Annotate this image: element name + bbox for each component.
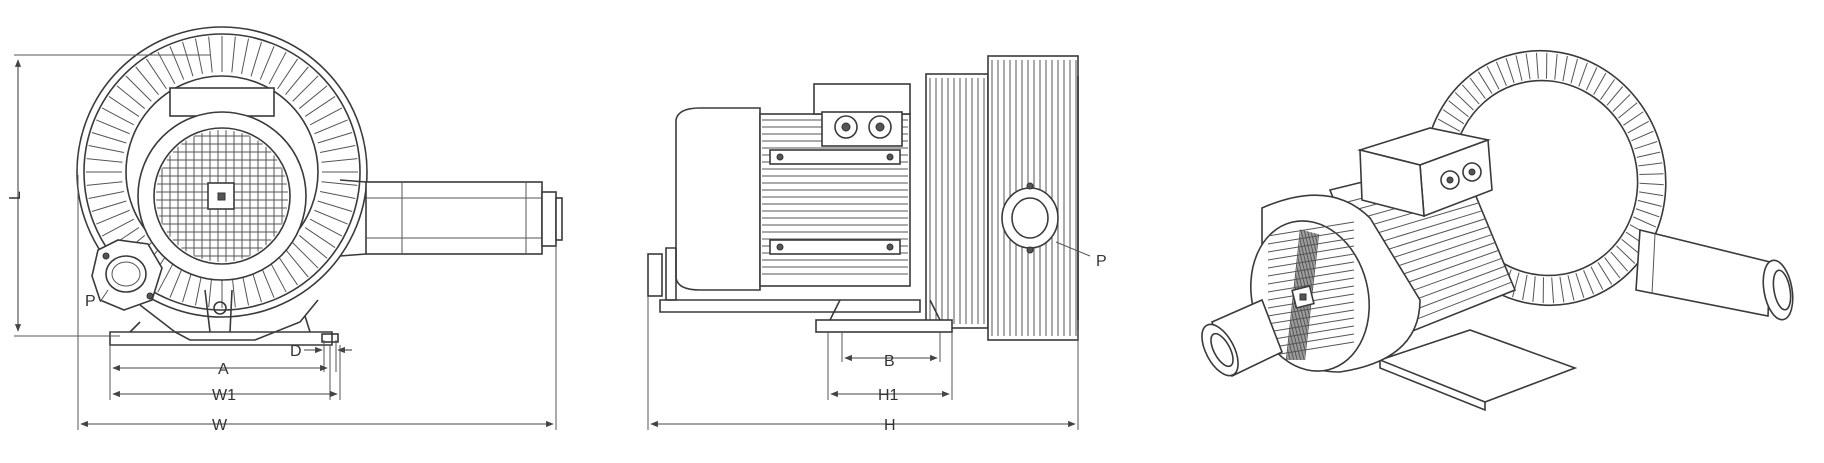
dimension-p-front-label: P bbox=[85, 293, 96, 310]
front-port bbox=[92, 240, 162, 310]
side-fan-cover bbox=[648, 108, 760, 300]
dimension-h-label: H bbox=[884, 417, 896, 434]
dimension-b-label: B bbox=[884, 353, 895, 370]
side-view: P B H1 H bbox=[648, 56, 1107, 434]
dimension-p-side-label: P bbox=[1096, 253, 1107, 270]
dimension-h1-label: H1 bbox=[878, 387, 899, 404]
side-blower-housing bbox=[926, 56, 1078, 340]
front-silencer bbox=[340, 180, 562, 256]
dimension-w1-label: W1 bbox=[212, 387, 236, 404]
side-terminal-box bbox=[814, 84, 910, 146]
iso-base bbox=[1380, 330, 1575, 410]
dimension-b: B bbox=[842, 332, 940, 370]
isometric-view bbox=[1194, 19, 1797, 410]
dimension-d-label: D bbox=[290, 343, 302, 360]
dimension-w-label: W bbox=[212, 417, 228, 434]
front-view: L P D A W1 bbox=[7, 27, 562, 434]
iso-right-silencer bbox=[1636, 230, 1797, 322]
dimension-l-label: L bbox=[7, 191, 24, 200]
dimension-a-label: A bbox=[218, 361, 229, 378]
